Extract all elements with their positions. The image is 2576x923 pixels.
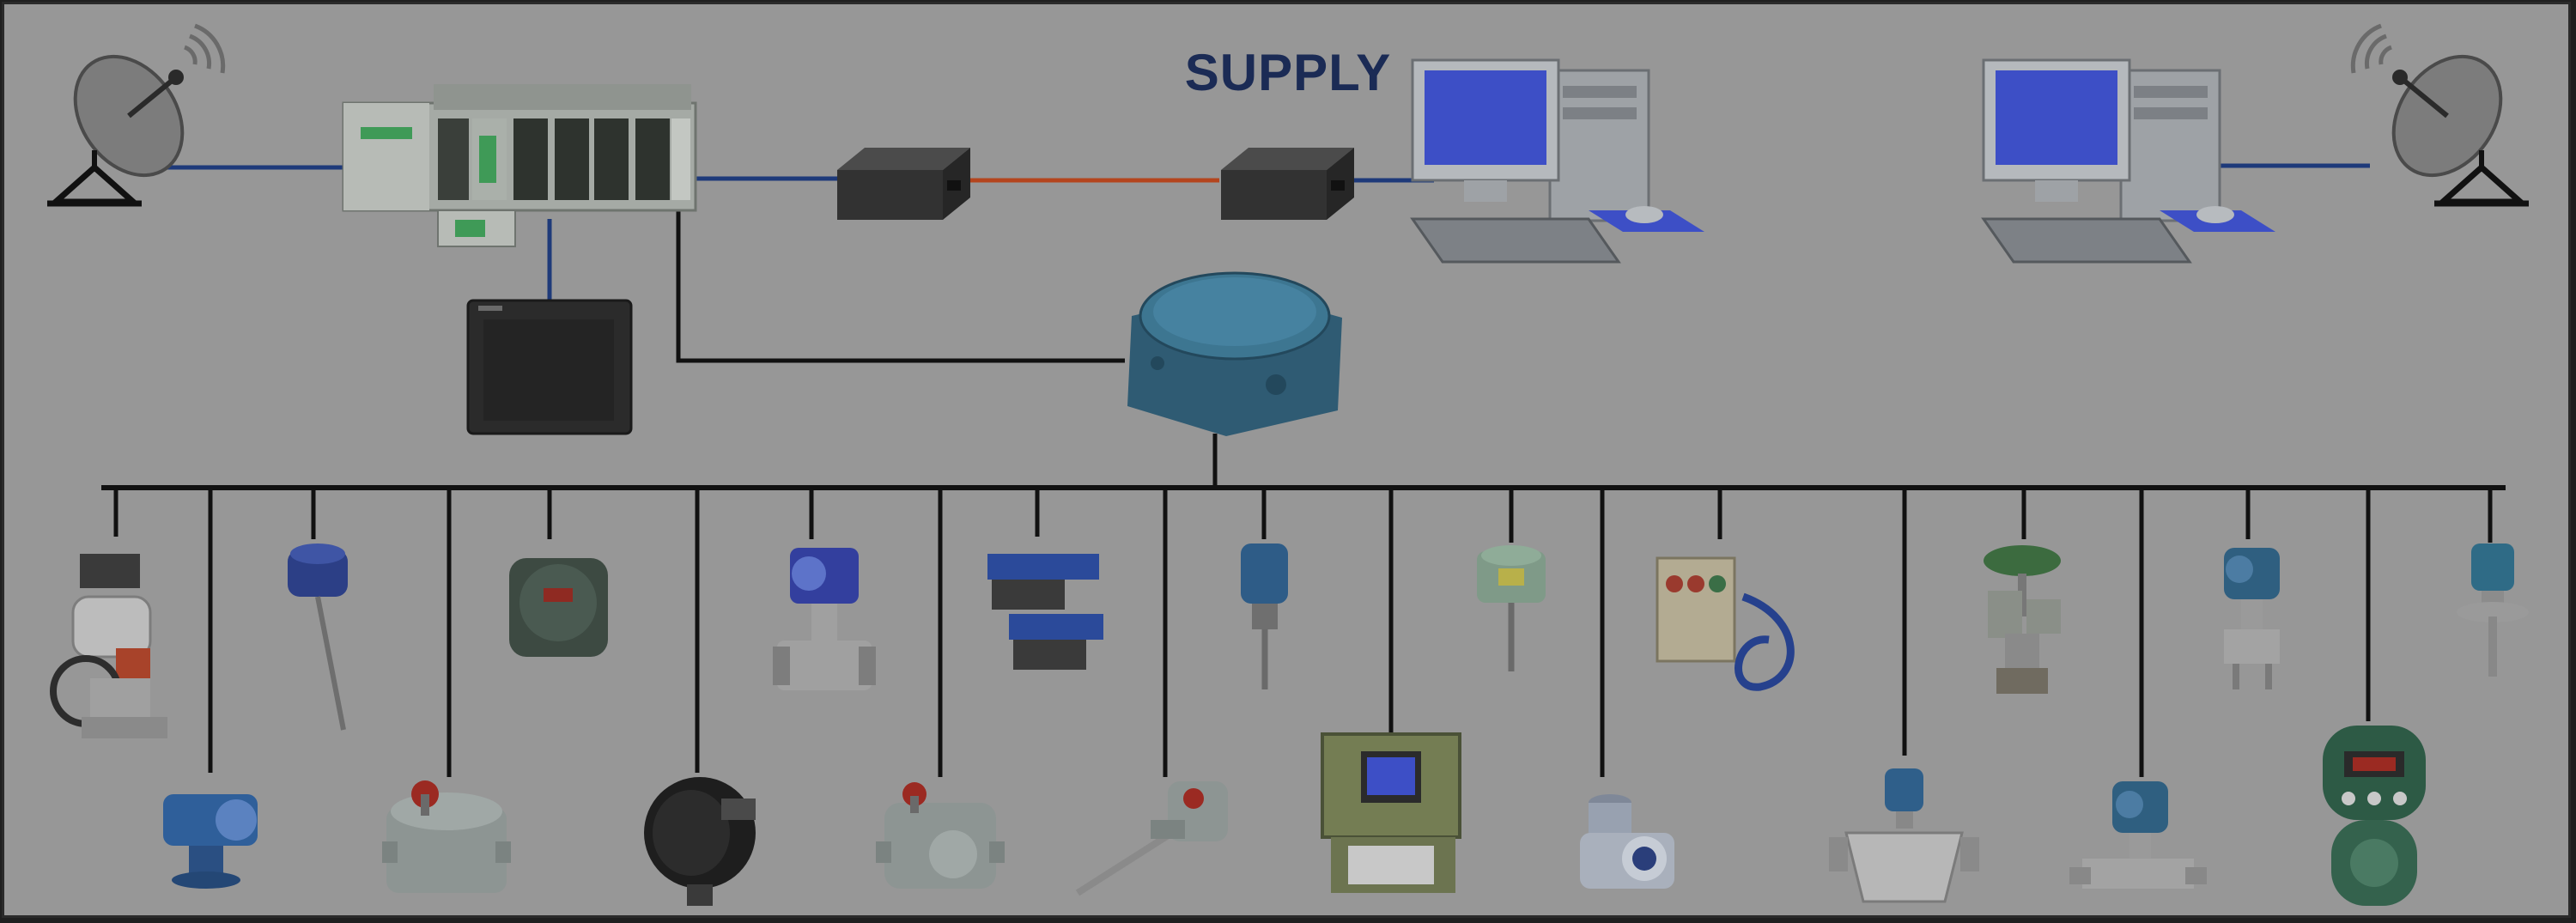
thermocouple [1075, 781, 1228, 896]
coriolis-flowmeter [1829, 768, 1979, 903]
push-button-station [1656, 556, 1795, 691]
hmi-panel [466, 299, 633, 435]
diagram-title: SUPPLY [1184, 44, 1392, 101]
media-converter [1221, 148, 1354, 220]
explosion-proof-box [509, 558, 608, 657]
pressure-transmitter [163, 794, 258, 889]
satellite-dish-icon [47, 23, 226, 207]
vortex-flowmeter [773, 548, 876, 690]
level-switch [1241, 543, 1288, 689]
indicator-enclosure [2323, 726, 2426, 906]
actuated-valve [50, 554, 167, 738]
media-converter [837, 148, 970, 220]
emergency-stop-box [382, 780, 511, 893]
black-motor [644, 777, 756, 906]
bus-drops [113, 488, 2493, 777]
satellite-dish-icon [2350, 23, 2529, 207]
workstation [1981, 58, 2275, 264]
network-links [101, 163, 2506, 777]
junction-box [1127, 271, 1342, 436]
workstation [1410, 58, 1704, 264]
temperature-transmitter [1477, 545, 1546, 671]
solenoid-valve [987, 554, 1103, 670]
display-enclosure [1321, 732, 1461, 893]
differential-pressure-transmitter [2069, 781, 2207, 889]
push-button-box [876, 782, 1005, 889]
junction-box [1580, 794, 1674, 889]
temperature-probe [288, 543, 348, 731]
control-valve [1984, 545, 2061, 694]
pressure-transmitter [2224, 548, 2280, 689]
plc-rack [342, 84, 697, 247]
radar-level [2457, 543, 2529, 677]
link-plc-junction [676, 206, 1125, 363]
